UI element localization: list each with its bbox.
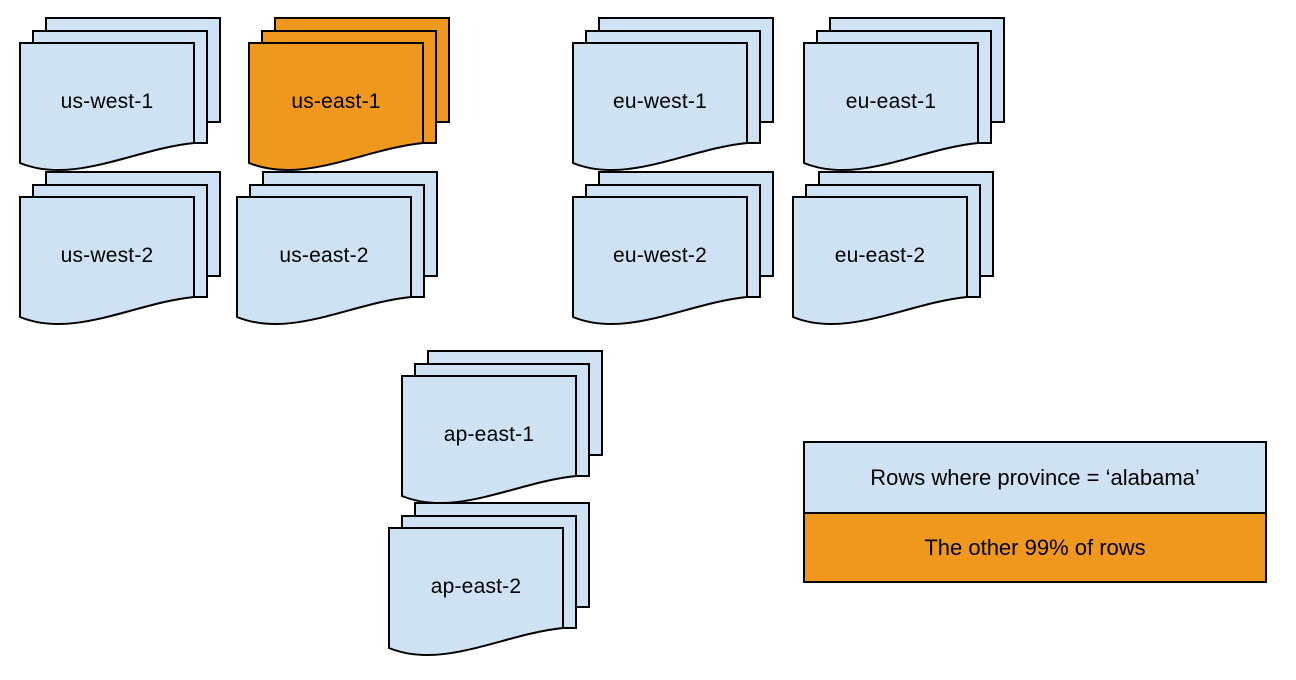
legend-item-alabama-rows: Rows where province = ‘alabama’ xyxy=(805,443,1265,512)
doc-stack-us-west-2: us-west-2 xyxy=(19,171,221,329)
doc-stack-us-east-2: us-east-2 xyxy=(236,171,438,329)
doc-stack-ap-east-1: ap-east-1 xyxy=(401,350,603,508)
doc-stack-eu-west-2: eu-west-2 xyxy=(572,171,774,329)
legend: Rows where province = ‘alabama’ The othe… xyxy=(803,441,1267,583)
stack-label: us-west-1 xyxy=(60,90,154,113)
doc-stack-eu-east-2: eu-east-2 xyxy=(792,171,994,329)
stack-label: ap-east-2 xyxy=(430,575,522,598)
stack-label: eu-east-2 xyxy=(834,244,926,267)
stack-label: us-west-2 xyxy=(60,244,154,267)
stack-label: eu-east-1 xyxy=(845,90,937,113)
stack-label: us-east-2 xyxy=(279,244,369,267)
stack-label: eu-west-2 xyxy=(612,244,707,267)
doc-stack-eu-east-1: eu-east-1 xyxy=(803,17,1005,175)
doc-stack-eu-west-1: eu-west-1 xyxy=(572,17,774,175)
doc-stack-ap-east-2: ap-east-2 xyxy=(388,502,590,660)
stack-label: ap-east-1 xyxy=(443,423,535,446)
doc-stack-us-west-1: us-west-1 xyxy=(19,17,221,175)
stack-label: eu-west-1 xyxy=(612,90,707,113)
legend-item-other-rows: The other 99% of rows xyxy=(805,512,1265,581)
doc-stack-us-east-1: us-east-1 xyxy=(248,17,450,175)
legend-item-label: Rows where province = ‘alabama’ xyxy=(870,464,1200,490)
legend-item-label: The other 99% of rows xyxy=(924,534,1146,560)
stack-label: us-east-1 xyxy=(291,90,381,113)
